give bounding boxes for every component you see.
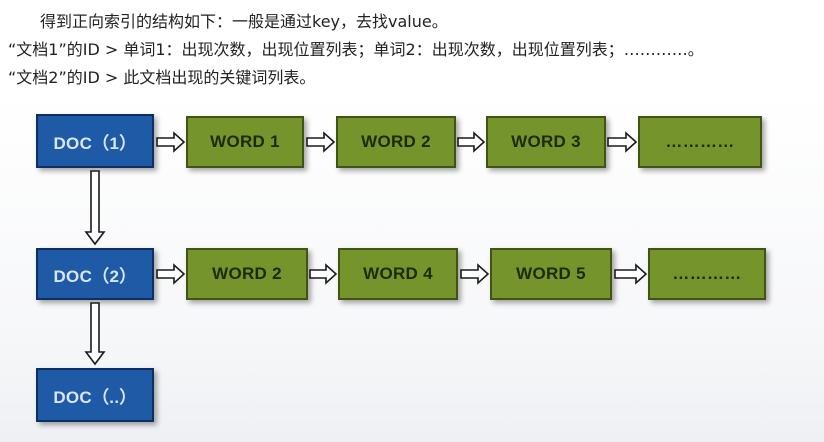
doc-2-label: DOC（2）	[53, 266, 137, 286]
row2-ellipsis-label: …………	[672, 264, 742, 283]
arrow-row1-word3-to-ellipsis	[607, 131, 638, 153]
forward-index-diagram: DOC（1） WORD 1 WORD 2 WORD 3 ………… DOC（2） …	[0, 96, 824, 442]
row1-word-2-label: WORD 2	[361, 132, 431, 151]
doc-more-box: DOC（..）	[36, 368, 154, 422]
row2-word-3-box: WORD 5	[490, 248, 612, 300]
doc-1-box: DOC（1）	[36, 114, 154, 168]
doc-more-label: DOC（..）	[53, 387, 137, 407]
row2-ellipsis-box: …………	[648, 248, 766, 300]
row1-word-3-box: WORD 3	[486, 116, 606, 168]
row2-word-2-label: WORD 4	[363, 264, 433, 283]
arrow-row1-word1-to-word2	[306, 131, 336, 153]
row2-word-1-label: WORD 2	[212, 264, 282, 283]
arrow-row2-word2-to-word3	[460, 263, 490, 285]
row2-word-2-box: WORD 4	[338, 248, 458, 300]
row1-word-3-label: WORD 3	[511, 132, 581, 151]
row2-word-1-box: WORD 2	[186, 248, 308, 300]
intro-line-1: 得到正向索引的结构如下：一般是通过key，去找value。	[40, 12, 448, 31]
row1-ellipsis-box: …………	[638, 116, 762, 168]
intro-line-3: “文档2”的ID > 此文档出现的关键词列表。	[8, 68, 316, 87]
arrow-doc1-to-word1	[156, 131, 186, 153]
row1-ellipsis-label: …………	[665, 132, 735, 151]
doc-1-label: DOC（1）	[53, 133, 137, 153]
row2-word-3-label: WORD 5	[516, 264, 586, 283]
arrow-doc2-to-word1	[156, 263, 186, 285]
arrows-layer	[84, 131, 648, 366]
arrow-row2-word3-to-ellipsis	[614, 263, 648, 285]
doc-2-box: DOC（2）	[36, 248, 154, 300]
row1-word-2-box: WORD 2	[336, 116, 456, 168]
row1-word-1-box: WORD 1	[186, 116, 304, 168]
arrow-doc2-to-docmore	[84, 302, 106, 366]
row1-word-1-label: WORD 1	[210, 132, 280, 151]
arrow-row2-word1-to-word2	[309, 263, 338, 285]
arrow-row1-word2-to-word3	[457, 131, 486, 153]
arrow-doc1-to-doc2	[84, 170, 106, 246]
intro-line-2: “文档1”的ID > 单词1：出现次数，出现位置列表；单词2：出现次数，出现位置…	[8, 40, 704, 59]
